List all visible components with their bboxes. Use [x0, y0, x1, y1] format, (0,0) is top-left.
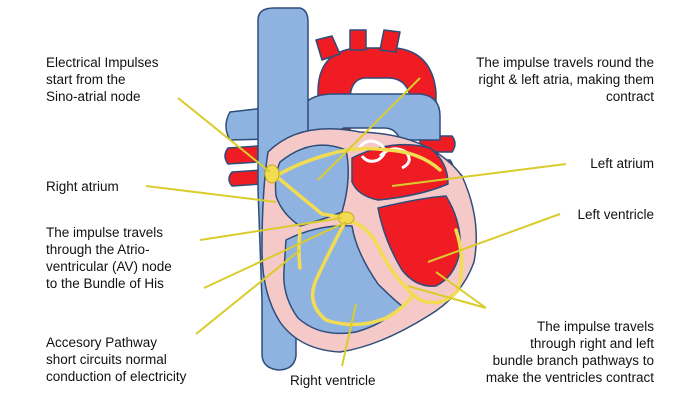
pointer-right-atrium — [145, 185, 277, 203]
atrial-pathway — [274, 146, 442, 178]
sa-node — [264, 164, 280, 184]
pointer-av-2 — [203, 221, 347, 289]
label-line: short circuits normal — [46, 352, 167, 367]
internodal-pathway — [274, 174, 348, 220]
pointer-bundle-1 — [407, 285, 487, 309]
label-line: through right and left — [530, 336, 654, 351]
label-right-ventricle: Right ventricle — [290, 372, 376, 389]
label-left-atrium: Left atrium — [530, 155, 654, 172]
pointer-right-ventricle — [341, 303, 357, 367]
pointer-atria — [317, 77, 421, 181]
label-line: ventricular (AV) node — [46, 259, 172, 274]
pulmonary-vein-left-upper — [224, 145, 259, 165]
label-line: conduction of electricity — [46, 369, 187, 384]
label-line: Left ventricle — [577, 207, 654, 222]
aorta-branch-2 — [349, 29, 367, 51]
left-ventricle-chamber — [377, 195, 461, 287]
label-line: The impulse travels round the — [476, 55, 654, 70]
pointer-lines — [145, 77, 567, 367]
label-line: to the Bundle of His — [46, 276, 164, 291]
pulmonary-vein-left-lower — [228, 169, 263, 187]
label-line: Sino-atrial node — [46, 89, 141, 104]
label-line: Right atrium — [46, 179, 119, 194]
label-line: The impulse travels — [46, 225, 164, 240]
label-right-atrium: Right atrium — [46, 178, 119, 195]
label-line: bundle branch pathways to — [492, 353, 654, 368]
pointer-bundle-2 — [435, 271, 487, 309]
pointer-left-atrium — [391, 163, 567, 187]
left-bundle-branch — [344, 218, 464, 305]
aorta-branch-1 — [315, 35, 341, 61]
label-line: Electrical Impulses — [46, 55, 159, 70]
pointer-accessory — [195, 249, 301, 335]
pointer-left-ventricle — [427, 213, 561, 263]
label-line: start from the — [46, 72, 126, 87]
right-bundle-branch — [310, 218, 414, 327]
label-atria-contract: The impulse travels round the right & le… — [430, 54, 654, 105]
label-line: Accesory Pathway — [46, 335, 158, 350]
accessory-pathway-line — [297, 228, 302, 270]
pointer-sa-node — [177, 97, 271, 173]
aorta-branch-3 — [379, 29, 401, 53]
label-line: The impulse travels — [536, 319, 654, 334]
label-av-node: The impulse travels through the Atrio- v… — [46, 224, 172, 292]
label-accessory-pathway: Accesory Pathway short circuits normal c… — [46, 334, 186, 385]
label-bundle-branches: The impulse travels through right and le… — [440, 318, 654, 386]
label-line: contract — [605, 89, 654, 104]
label-sa-node: Electrical Impulses start from the Sino-… — [46, 54, 159, 105]
label-line: Right ventricle — [290, 373, 376, 388]
pointer-av-1 — [199, 217, 343, 241]
label-line: Left atrium — [590, 156, 654, 171]
label-line: make the ventricles contract — [485, 370, 654, 385]
label-left-ventricle: Left ventricle — [530, 206, 654, 223]
label-line: through the Atrio- — [46, 242, 150, 257]
label-line: right & left atria, making them — [478, 72, 654, 87]
